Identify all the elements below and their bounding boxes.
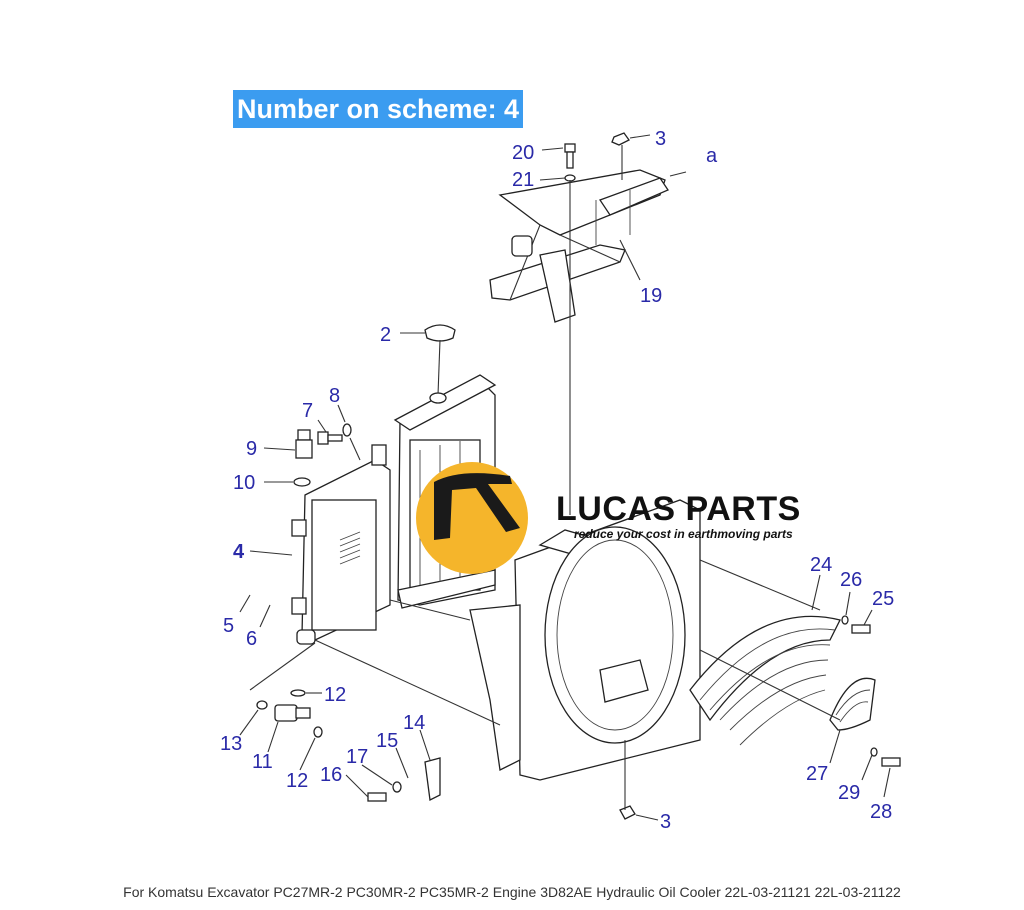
callout-26: 26	[840, 569, 862, 591]
callout-12-upper: 12	[324, 684, 346, 706]
brand-slogan: reduce your cost in earthmoving parts	[574, 527, 793, 541]
fitting-11	[274, 704, 311, 722]
callout-2: 2	[380, 324, 391, 346]
washer-17	[392, 781, 402, 793]
radiator-cap-2	[424, 324, 456, 404]
callout-28: 28	[870, 801, 892, 823]
o-ring-13	[256, 700, 268, 710]
fan-guard-24	[689, 615, 841, 746]
o-ring-10	[293, 477, 311, 487]
scheme-number-banner: Number on scheme: 4	[233, 90, 524, 128]
callout-27: 27	[806, 763, 828, 785]
callout-3-top: 3	[655, 128, 666, 150]
o-ring-12a	[290, 689, 306, 697]
fitting-9	[295, 429, 313, 459]
bolt-20	[564, 143, 576, 169]
washer-8	[342, 423, 352, 437]
callout-14: 14	[403, 712, 425, 734]
lucas-parts-logo	[416, 462, 528, 574]
callout-11: 11	[252, 751, 273, 773]
callout-7: 7	[302, 400, 313, 422]
brand-name: LUCAS PARTS	[556, 490, 801, 528]
bolt-25	[851, 624, 871, 634]
bolt-28	[881, 757, 901, 767]
fan-shroud	[469, 499, 701, 781]
callout-10: 10	[233, 472, 255, 494]
fan-guard-27	[829, 677, 876, 731]
callout-3-bottom: 3	[660, 811, 671, 833]
callout-15: 15	[376, 730, 398, 752]
nut-3-bottom	[619, 805, 636, 820]
callout-8: 8	[329, 385, 340, 407]
callout-12-lower: 12	[286, 770, 308, 792]
bracket-14	[424, 757, 441, 801]
callout-21: 21	[512, 169, 534, 191]
callout-9: 9	[246, 438, 257, 460]
callout-29: 29	[838, 782, 860, 804]
callout-16: 16	[320, 764, 342, 786]
callout-25: 25	[872, 588, 894, 610]
callout-6: 6	[246, 628, 257, 650]
callout-19: 19	[640, 285, 662, 307]
washer-26	[841, 615, 849, 625]
callout-13: 13	[220, 733, 242, 755]
bolt-16	[367, 792, 387, 802]
o-ring-12b	[313, 726, 323, 738]
callout-17: 17	[346, 746, 368, 768]
washer-29	[870, 747, 878, 757]
nut-3-top	[611, 132, 630, 146]
callout-a: a	[706, 145, 718, 167]
callout-20: 20	[512, 142, 534, 164]
callout-24: 24	[810, 554, 832, 576]
callout-4: 4	[233, 541, 245, 563]
top-bracket-19	[489, 169, 669, 323]
oil-cooler-4	[291, 444, 391, 645]
bolt-7	[317, 431, 343, 445]
callout-5: 5	[223, 615, 234, 637]
product-caption: For Komatsu Excavator PC27MR-2 PC30MR-2 …	[123, 884, 901, 900]
